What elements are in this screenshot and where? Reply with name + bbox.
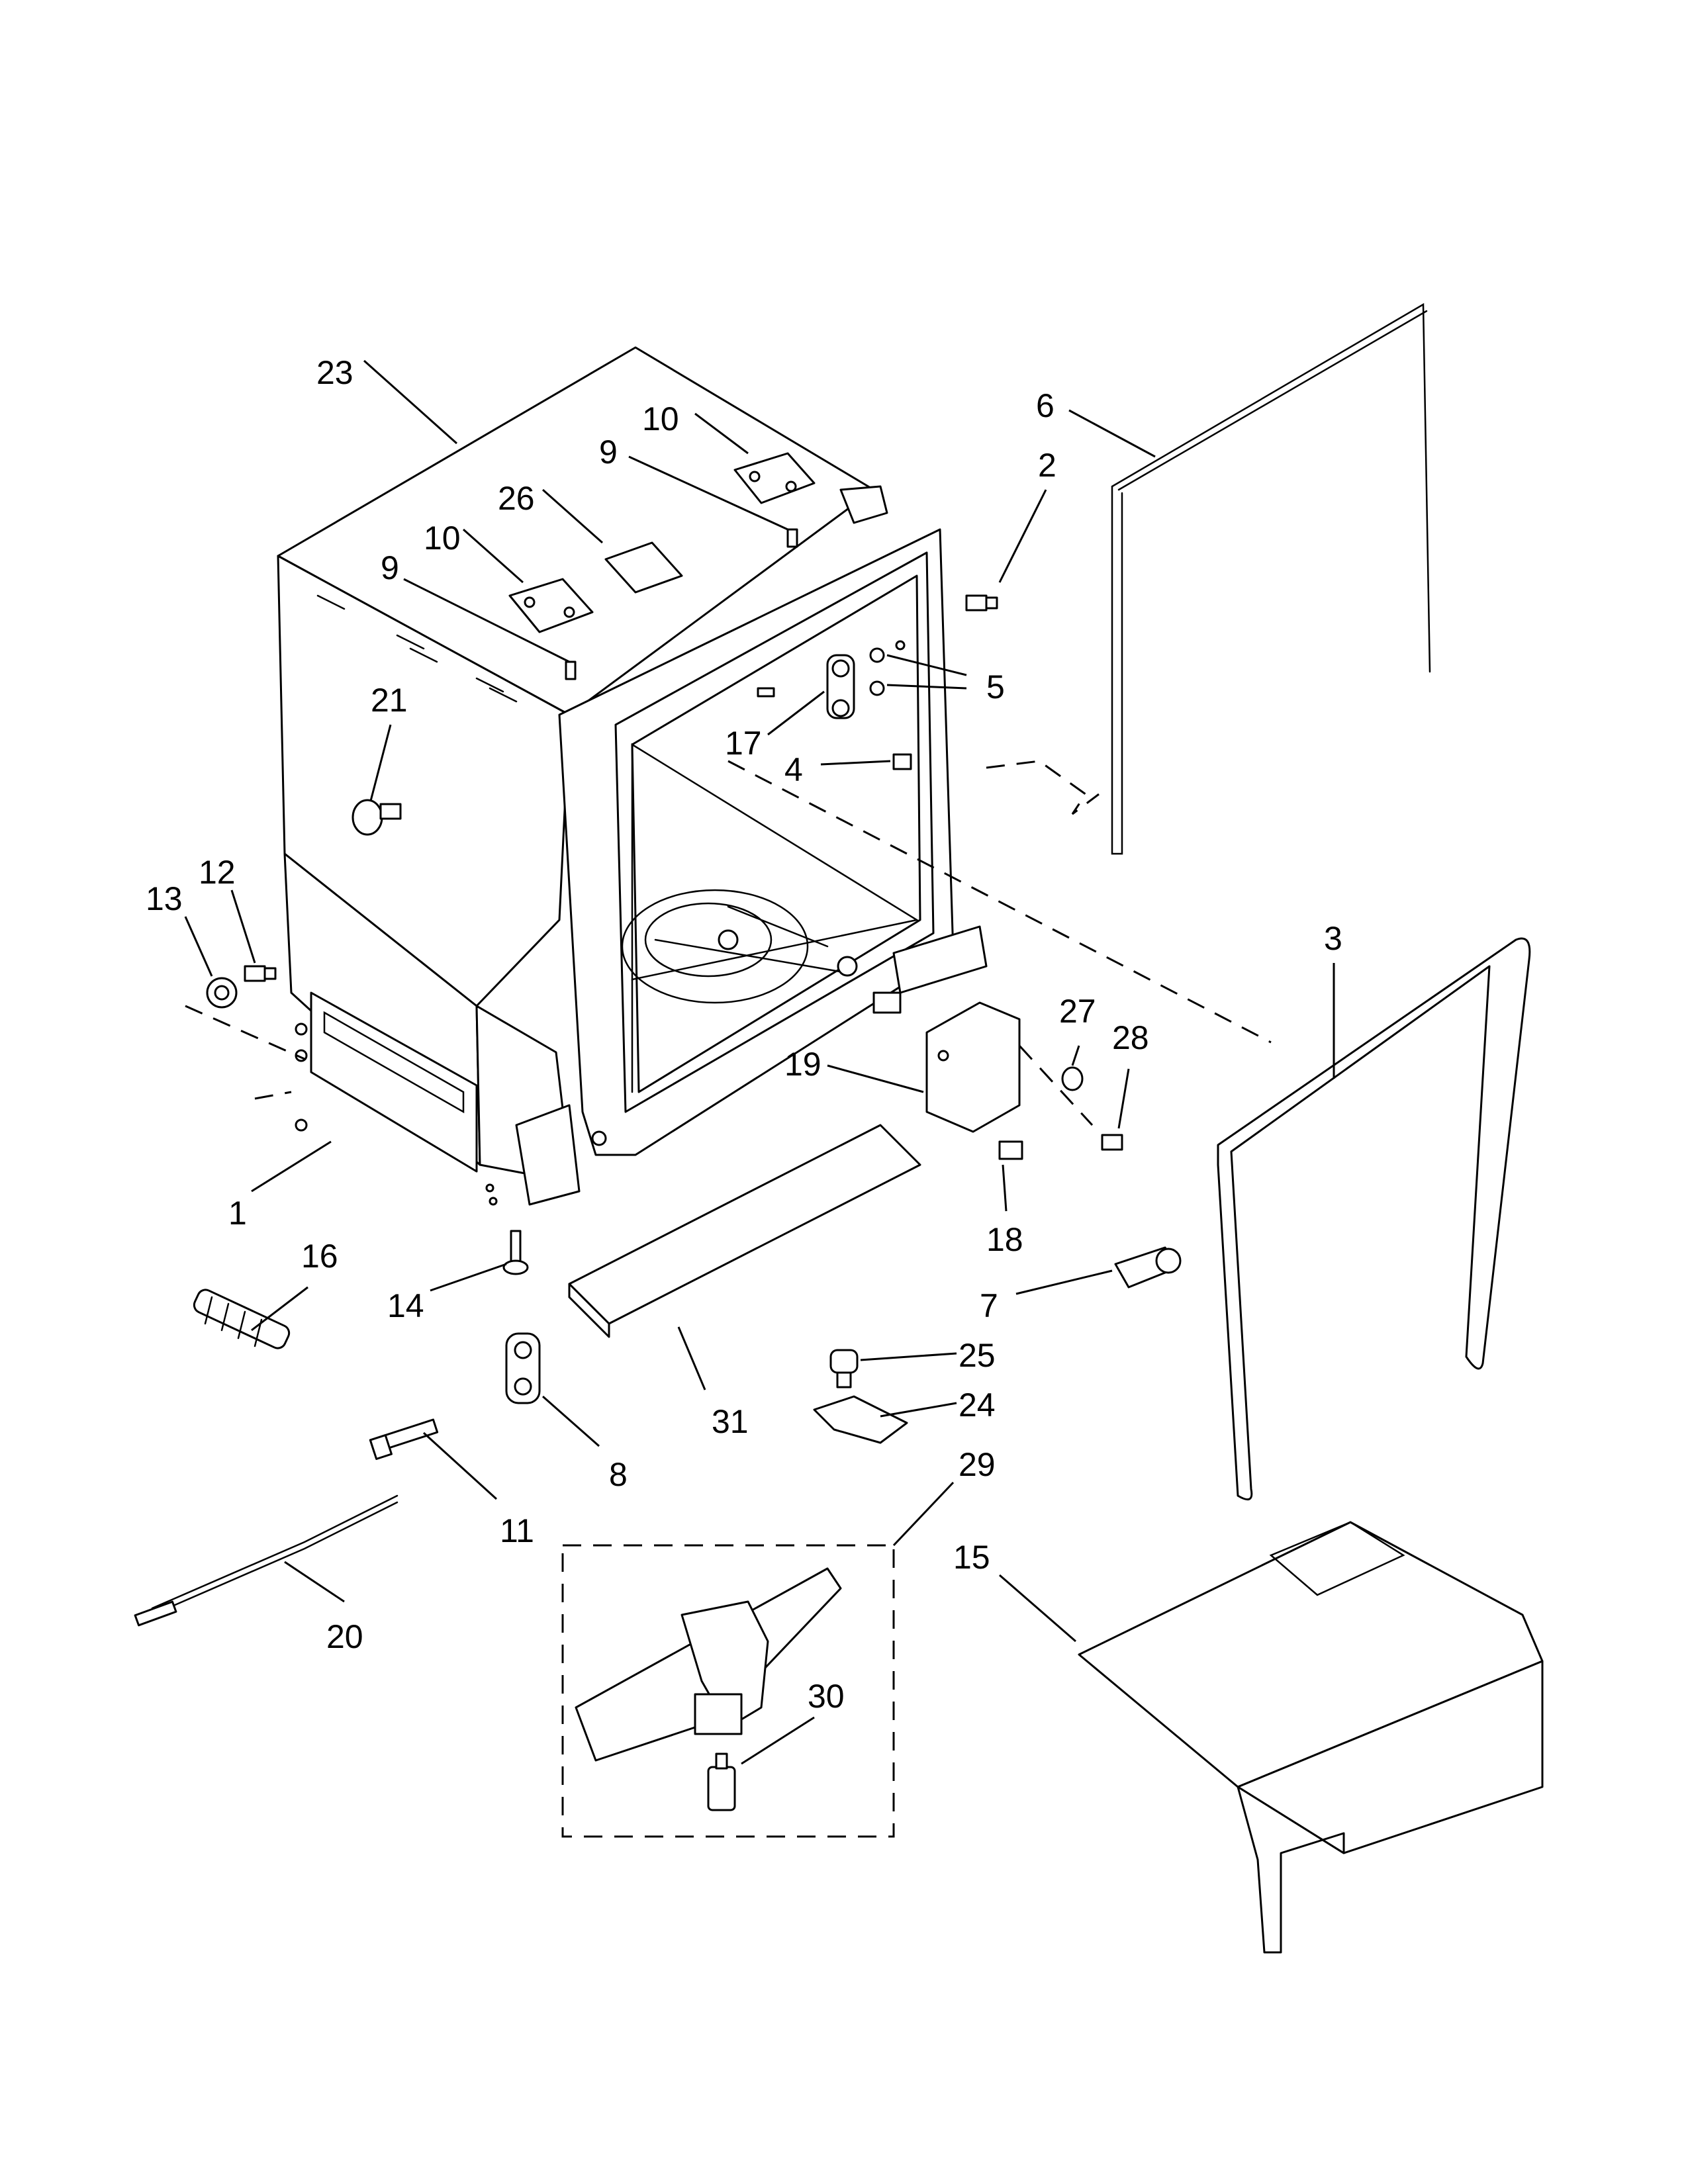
callout-26: 26: [498, 480, 535, 517]
callout-9-lower: 9: [381, 549, 399, 586]
callout-24: 24: [959, 1387, 996, 1424]
callout-13: 13: [146, 880, 183, 917]
screw-12: [244, 965, 277, 982]
callout-11: 11: [500, 1512, 534, 1549]
screw-11: [369, 1418, 439, 1460]
bumper-17: [826, 654, 855, 719]
screw-18: [998, 1140, 1023, 1160]
callout-21: 21: [371, 682, 408, 719]
callout-18: 18: [986, 1221, 1023, 1258]
callout-12: 12: [199, 854, 236, 891]
bracket-19: [925, 1001, 1021, 1133]
callout-8: 8: [609, 1456, 628, 1493]
callout-15: 15: [953, 1539, 990, 1576]
sensor-30: [707, 1752, 736, 1811]
screw-lower: [565, 660, 577, 680]
callout-10-upper: 10: [642, 400, 679, 437]
hinge-plate-lower: [508, 578, 594, 633]
hinge-plate-upper: [733, 452, 816, 504]
callout-25: 25: [959, 1337, 996, 1374]
door-gasket-6: [1111, 302, 1431, 855]
washer-27: [1061, 1066, 1084, 1091]
callout-5: 5: [986, 668, 1005, 705]
callout-20: 20: [326, 1618, 363, 1655]
thermostat-bracket-24: [813, 1395, 908, 1444]
wire-harness-20: [134, 1494, 399, 1627]
tub-gasket-3: [1217, 937, 1531, 1501]
washers-5: [869, 640, 906, 696]
nut-4: [892, 753, 912, 770]
thermostat-25: [829, 1349, 859, 1388]
callout-19: 19: [784, 1046, 821, 1083]
callout-30: 30: [808, 1678, 845, 1715]
latch-7: [1114, 1246, 1182, 1289]
screw-2: [965, 594, 998, 612]
screw-upper: [786, 528, 798, 548]
tub-assembly: [277, 346, 988, 1206]
callout-9-upper: 9: [599, 433, 618, 471]
shield-31: [568, 1124, 921, 1338]
callout-10-lower: 10: [424, 520, 461, 557]
callout-14: 14: [387, 1287, 424, 1324]
clip-26: [604, 541, 683, 594]
callout-7: 7: [980, 1287, 998, 1324]
screw-28: [1101, 1134, 1123, 1151]
grommet-13: [206, 977, 238, 1009]
callout-31: 31: [712, 1403, 749, 1440]
callout-28: 28: [1112, 1019, 1149, 1056]
callout-labels: 23 10 9 26 10 9 6 2 5 17 4 21 12 13 3 27…: [146, 354, 1342, 1715]
assembly-box-29: [561, 1544, 895, 1838]
callout-17: 17: [725, 725, 762, 762]
callout-23: 23: [316, 354, 353, 391]
callout-4: 4: [784, 751, 803, 788]
leader-lines: [184, 359, 1335, 1765]
fastener-21: [352, 799, 402, 836]
callout-1: 1: [228, 1195, 247, 1232]
callout-16: 16: [301, 1238, 338, 1275]
insulation-15: [1078, 1521, 1544, 1954]
bumper-8: [505, 1332, 541, 1404]
callout-29: 29: [959, 1446, 996, 1483]
callout-6: 6: [1036, 387, 1055, 424]
callout-2: 2: [1038, 447, 1056, 484]
callout-27: 27: [1059, 993, 1096, 1030]
leveling-leg-14: [502, 1230, 529, 1275]
spring-16: [193, 1289, 291, 1349]
callout-3: 3: [1324, 920, 1342, 957]
